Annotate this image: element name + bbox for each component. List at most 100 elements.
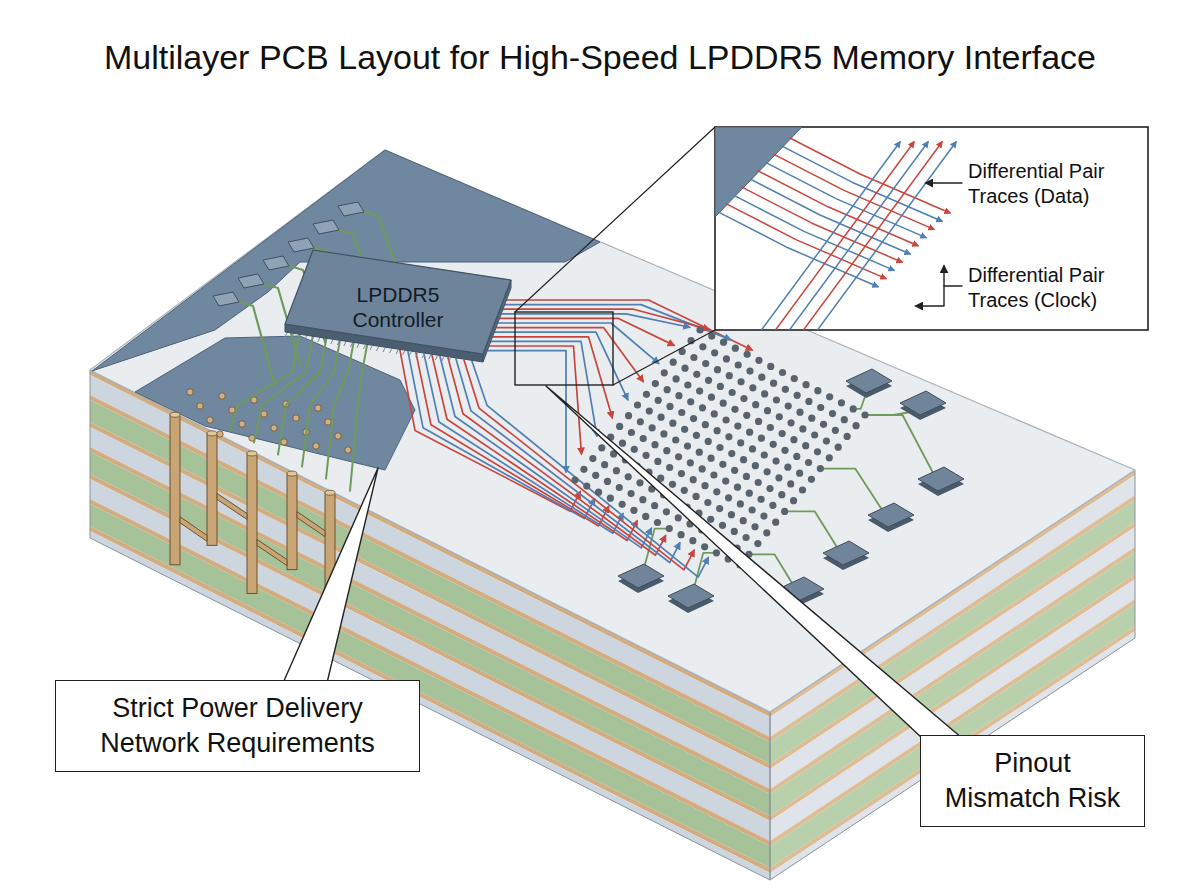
bga-ball bbox=[670, 359, 677, 366]
diff-trace bbox=[408, 352, 594, 519]
bga-ball bbox=[672, 436, 679, 443]
bga-ball bbox=[820, 421, 827, 428]
bga-ball bbox=[616, 484, 623, 491]
bga-ball bbox=[722, 477, 729, 484]
bga-ball bbox=[799, 486, 806, 493]
diff-trace bbox=[802, 142, 942, 330]
bga-ball bbox=[637, 418, 644, 425]
bga-ball bbox=[628, 429, 635, 436]
bga-ball bbox=[751, 523, 758, 530]
via-barrel bbox=[207, 433, 217, 545]
smd-part bbox=[918, 467, 964, 491]
bga-ball bbox=[728, 511, 735, 518]
bga-ball bbox=[634, 401, 641, 408]
bga-ball bbox=[619, 440, 626, 447]
bga-ball bbox=[657, 414, 664, 421]
bga-ball bbox=[808, 476, 815, 483]
bga-ball bbox=[699, 404, 706, 411]
bga-ball bbox=[675, 392, 682, 399]
bga-ball bbox=[604, 478, 611, 485]
via-cap bbox=[287, 471, 297, 476]
bga-ball bbox=[681, 426, 688, 433]
bga-ball bbox=[787, 480, 794, 487]
bga-ball bbox=[779, 369, 786, 376]
inset-detail bbox=[715, 127, 956, 330]
bga-ball bbox=[761, 390, 768, 397]
signal-label: Differential Pair Traces (Clock) bbox=[966, 262, 1145, 314]
bga-ball bbox=[767, 424, 774, 431]
via-pad bbox=[313, 443, 319, 449]
chip-pin bbox=[305, 336, 307, 340]
power-pad bbox=[313, 220, 339, 234]
diff-trace bbox=[491, 337, 613, 418]
diff-trace bbox=[760, 142, 900, 330]
zoom-region bbox=[515, 312, 613, 385]
bga-ball bbox=[672, 375, 679, 382]
via-pad bbox=[315, 405, 321, 411]
bga-ball bbox=[710, 471, 717, 478]
bga-ball bbox=[838, 399, 845, 406]
chip-pin bbox=[363, 345, 365, 349]
bga-ball bbox=[732, 345, 739, 352]
bga-ball bbox=[749, 384, 756, 391]
bga-ball bbox=[808, 415, 815, 422]
via-stub bbox=[257, 539, 287, 565]
via-pad bbox=[335, 433, 341, 439]
bga-ball bbox=[729, 389, 736, 396]
bga-ball bbox=[852, 422, 859, 429]
bga-ball bbox=[799, 425, 806, 432]
via-cap bbox=[170, 412, 180, 417]
diff-trace bbox=[726, 204, 886, 279]
bga-ball bbox=[583, 482, 590, 489]
bga-ball bbox=[719, 461, 726, 468]
bga-ball bbox=[642, 452, 649, 459]
bga-ball bbox=[744, 351, 751, 358]
via-pad bbox=[261, 411, 267, 417]
bga-ball bbox=[684, 381, 691, 388]
via-cap bbox=[325, 490, 335, 495]
via-pad bbox=[187, 389, 193, 395]
bga-ball bbox=[607, 495, 614, 502]
bga-ball bbox=[740, 517, 747, 524]
via-pad bbox=[229, 407, 235, 413]
bga-ball bbox=[661, 369, 668, 376]
chip-pin bbox=[285, 333, 287, 337]
via-pad bbox=[207, 417, 213, 423]
bga-ball bbox=[696, 326, 703, 333]
bga-ball bbox=[640, 435, 647, 442]
via-pad bbox=[293, 415, 299, 421]
via-pad bbox=[217, 431, 223, 437]
bga-ball bbox=[713, 488, 720, 495]
diff-trace bbox=[496, 323, 659, 363]
power-pad bbox=[288, 238, 314, 252]
callout-text: Strict Power Delivery Network Requiremen… bbox=[70, 691, 405, 761]
callout-box: Pinout Mismatch Risk bbox=[920, 735, 1145, 827]
bga-ball bbox=[601, 461, 608, 468]
chip-pin bbox=[376, 347, 378, 351]
bga-ball bbox=[731, 406, 738, 413]
bga-ball bbox=[631, 446, 638, 453]
bga-ball bbox=[571, 476, 578, 483]
bga-ball bbox=[705, 438, 712, 445]
bga-ball bbox=[746, 490, 753, 497]
via-barrel bbox=[247, 453, 257, 593]
via-pad bbox=[239, 421, 245, 427]
bga-ball bbox=[592, 472, 599, 479]
bga-ball bbox=[669, 420, 676, 427]
diff-trace bbox=[788, 142, 928, 330]
bga-ball bbox=[817, 404, 824, 411]
bga-ball bbox=[723, 355, 730, 362]
chip-pin bbox=[409, 352, 411, 356]
bga-ball bbox=[651, 441, 658, 448]
bga-ball bbox=[805, 398, 812, 405]
bga-ball bbox=[731, 528, 738, 535]
bga-ball bbox=[716, 444, 723, 451]
bga-ball bbox=[713, 549, 720, 556]
bga-ball bbox=[758, 435, 765, 442]
via-pad bbox=[219, 393, 225, 399]
power-trace bbox=[326, 330, 356, 479]
bga-ball bbox=[793, 453, 800, 460]
smd-part bbox=[823, 541, 869, 565]
bga-ball bbox=[814, 448, 821, 455]
power-pad bbox=[238, 274, 264, 288]
